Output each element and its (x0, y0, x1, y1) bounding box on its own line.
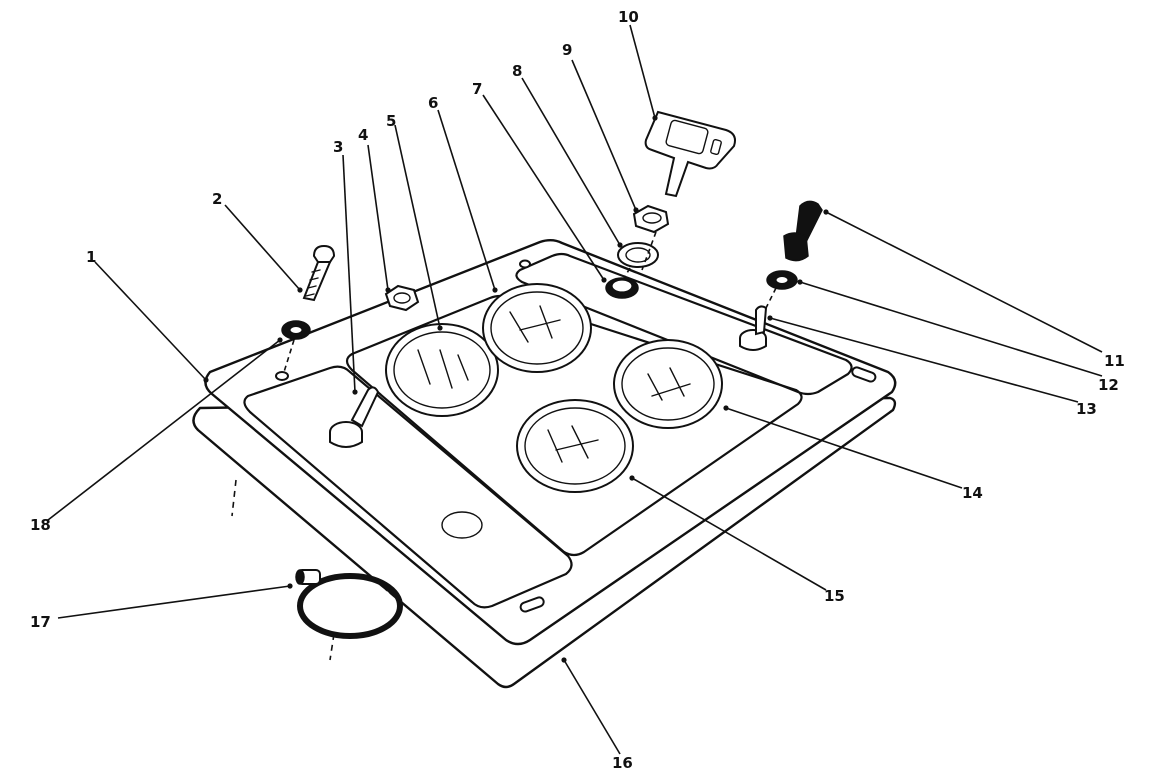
callout-17: 17 (30, 613, 51, 631)
key-switch-7 (605, 277, 639, 299)
callout-14: 14 (962, 484, 983, 502)
leader-dots (203, 115, 829, 663)
mounting-hole (275, 371, 289, 381)
callout-12: 12 (1098, 376, 1119, 394)
lock-washer-8 (617, 242, 659, 268)
switch-boot-11 (783, 200, 823, 262)
mounting-slot (519, 596, 545, 613)
callout-3: 3 (333, 138, 343, 156)
callout-7: 7 (472, 80, 482, 98)
callout-labels: 1 2 3 4 5 6 7 8 9 10 11 12 13 14 15 16 1… (30, 8, 1125, 772)
callout-16: 16 (612, 754, 633, 772)
hex-nut-4 (384, 284, 420, 312)
callout-4: 4 (358, 126, 368, 144)
screw-2 (302, 244, 336, 302)
callout-9: 9 (562, 41, 572, 59)
callout-8: 8 (512, 62, 522, 80)
washer-18 (281, 320, 311, 340)
toggle-switch-13 (739, 305, 768, 351)
ignition-key-10 (644, 110, 736, 198)
washer-12 (766, 270, 798, 290)
gauge-6 (482, 283, 592, 373)
toggle-switch-3 (329, 386, 380, 448)
mounting-slot (851, 366, 877, 383)
gauge-15 (516, 399, 634, 493)
callout-6: 6 (428, 94, 438, 112)
callout-5: 5 (386, 112, 396, 130)
callout-18: 18 (30, 516, 51, 534)
callout-1: 1 (86, 248, 96, 266)
callout-10: 10 (618, 8, 639, 26)
mounting-hole (519, 259, 531, 269)
nut-9 (632, 204, 670, 234)
callout-13: 13 (1076, 400, 1097, 418)
mounting-slots (275, 259, 877, 613)
callout-11: 11 (1104, 352, 1125, 370)
blank-hole (441, 511, 483, 539)
right-panel-section (515, 252, 853, 396)
gauge-5 (385, 323, 499, 417)
leader-lines (47, 24, 1103, 755)
hose-clamp-17 (295, 569, 403, 639)
left-panel-section (243, 365, 573, 609)
gauge-14 (613, 339, 723, 429)
callout-15: 15 (824, 587, 845, 605)
callout-2: 2 (212, 190, 222, 208)
